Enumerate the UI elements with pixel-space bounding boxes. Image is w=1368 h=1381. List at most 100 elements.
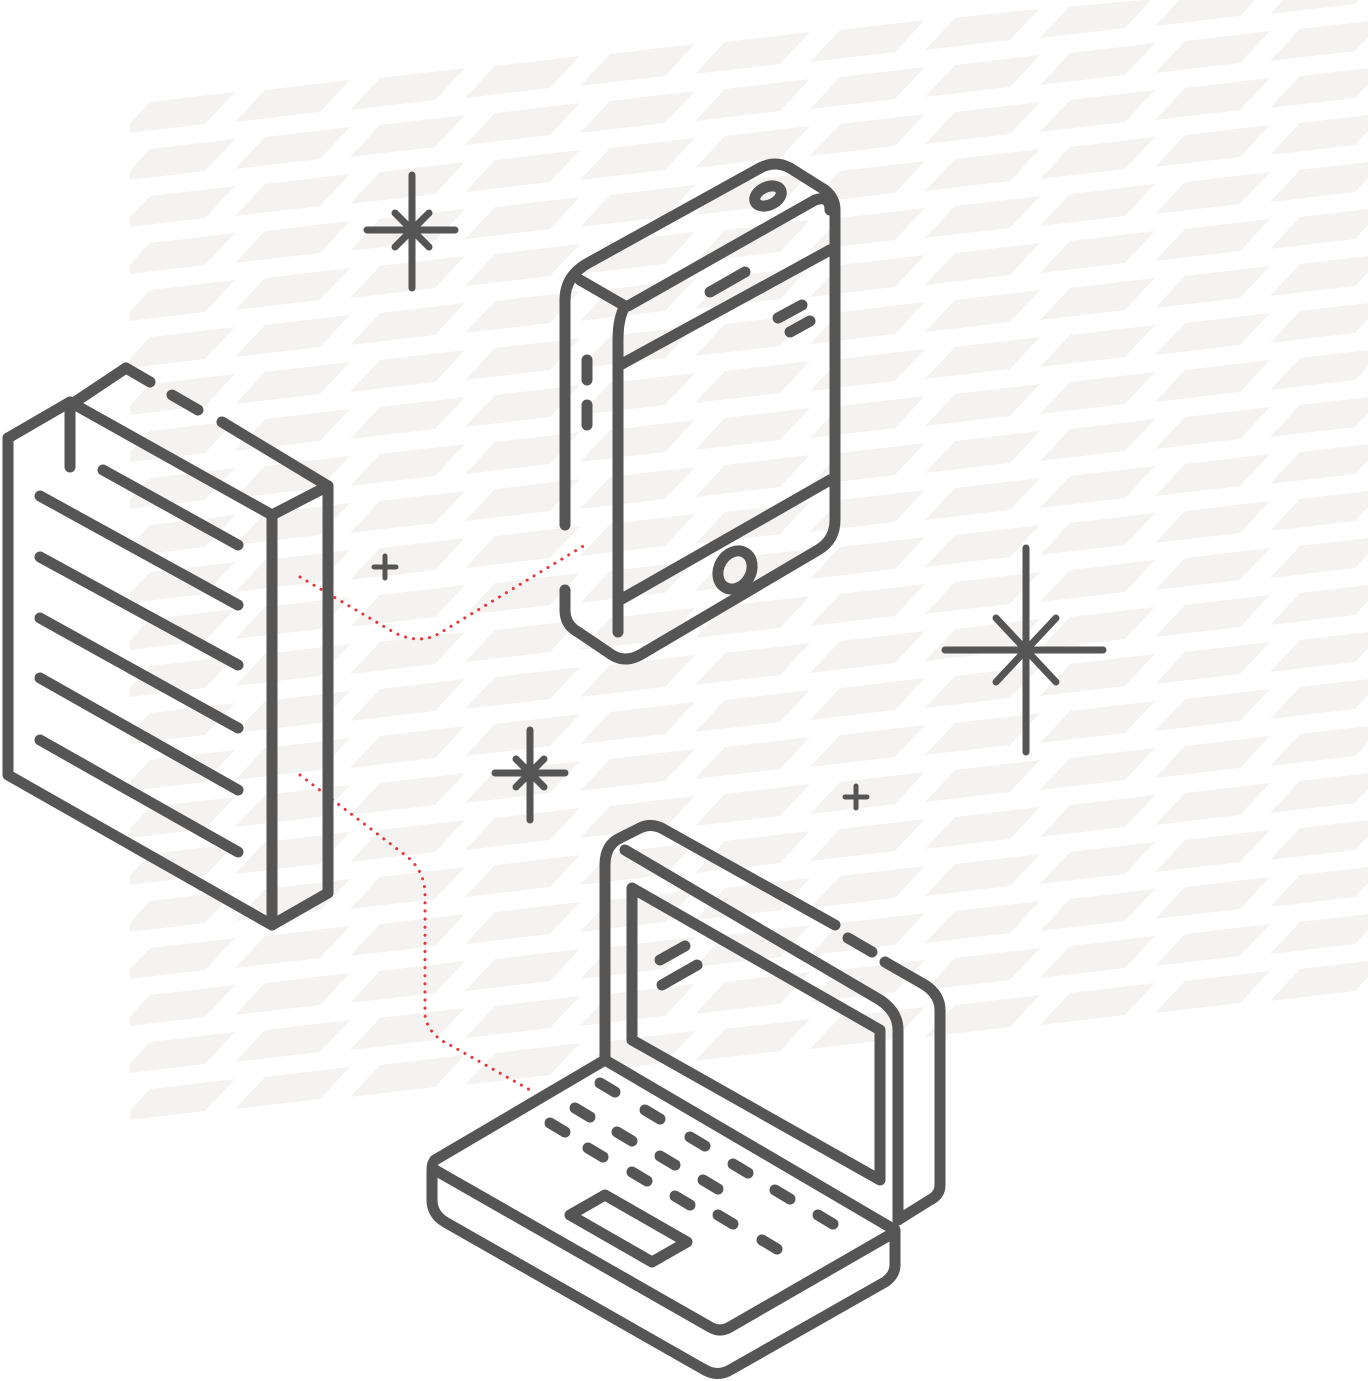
background-stripe: [350, 867, 465, 909]
background-stripe: [1155, 971, 1270, 1013]
background-stripe: [1040, 983, 1155, 1025]
background-stripe: [350, 397, 465, 439]
background-stripe: [580, 138, 695, 180]
background-stripe: [1270, 583, 1368, 625]
background-stripe: [1270, 818, 1368, 860]
background-stripe: [1270, 912, 1368, 954]
sparkle-icon: [363, 171, 459, 292]
background-stripe: [695, 455, 810, 497]
background-stripe: [235, 1067, 350, 1109]
background-stripe: [1040, 372, 1155, 414]
background-stripe: [1040, 137, 1155, 179]
background-stripe: [350, 256, 465, 298]
background-stripe: [1270, 959, 1368, 1001]
background-stripe: [1155, 924, 1270, 966]
background-stripe: [810, 20, 925, 62]
background-stripe: [350, 914, 465, 956]
background-stripe: [1155, 548, 1270, 590]
background-stripe: [925, 525, 1040, 567]
background-stripe: [1155, 78, 1270, 120]
background-stripe: [1270, 160, 1368, 202]
background-stripe: [1270, 536, 1368, 578]
background-stripe: [1155, 501, 1270, 543]
background-stripe: [810, 537, 925, 579]
background-stripe: [465, 9, 580, 51]
background-stripe: [130, 985, 235, 1027]
smartphone-icon: [559, 158, 841, 665]
background-stripe: [1270, 301, 1368, 343]
background-stripe: [465, 150, 580, 192]
background-stripe: [1155, 642, 1270, 684]
background-stripe: [925, 102, 1040, 144]
background-stripe: [465, 197, 580, 239]
background-stripe: [465, 949, 580, 991]
background-stripe: [235, 503, 350, 545]
background-stripe: [235, 127, 350, 169]
background-stripe: [1040, 90, 1155, 132]
background-stripe: [465, 1043, 580, 1085]
background-stripe: [1155, 454, 1270, 496]
background-stripe: [235, 644, 350, 686]
document-icon: [2, 362, 334, 931]
background-stripe: [1270, 207, 1368, 249]
background-stripe: [465, 244, 580, 286]
sparkle-icon: [491, 726, 569, 824]
background-stripe: [235, 33, 350, 75]
background-stripe: [130, 656, 235, 698]
background-stripe: [580, 0, 695, 39]
background-stripe: [1270, 254, 1368, 296]
background-stripe: [130, 750, 235, 792]
background-stripe: [1155, 689, 1270, 731]
background-stripe: [465, 291, 580, 333]
background-stripe: [350, 162, 465, 204]
background-stripe: [235, 597, 350, 639]
background-stripe: [1270, 19, 1368, 61]
background-stripe: [130, 327, 235, 369]
background-stripe: [235, 550, 350, 592]
background-stripe: [1040, 184, 1155, 226]
background-stripe: [1155, 125, 1270, 167]
background-stripe: [810, 114, 925, 156]
background-stripe: [810, 490, 925, 532]
background-stripe: [1155, 266, 1270, 308]
background-stripe: [350, 303, 465, 345]
background-stripe: [810, 302, 925, 344]
background-stripe: [235, 409, 350, 451]
background-stripe: [925, 666, 1040, 708]
background-stripe: [350, 68, 465, 110]
background-stripe: [1040, 0, 1155, 38]
background-stripe: [350, 491, 465, 533]
background-stripe: [1270, 771, 1368, 813]
background-stripe: [810, 631, 925, 673]
background-stripe: [1270, 0, 1368, 14]
background-stripe: [465, 714, 580, 756]
background-stripe: [1155, 0, 1270, 26]
background-stripe: [1040, 654, 1155, 696]
background-stripe: [235, 80, 350, 122]
laptop-icon: [426, 819, 946, 1379]
background-stripe: [350, 961, 465, 1003]
background-stripe: [235, 879, 350, 921]
background-stripe: [465, 620, 580, 662]
background-stripe: [465, 996, 580, 1038]
background-stripe: [350, 538, 465, 580]
background-stripe: [695, 596, 810, 638]
background-stripe: [925, 337, 1040, 379]
background-stripe: [350, 773, 465, 815]
background-stripe: [465, 385, 580, 427]
background-stripe: [580, 91, 695, 133]
background-stripe: [810, 255, 925, 297]
background-stripe: [465, 808, 580, 850]
background-stripe: [925, 431, 1040, 473]
background-stripe: [1155, 31, 1270, 73]
background-stripe: [465, 573, 580, 615]
background-stripe: [810, 678, 925, 720]
background-stripe: [1155, 783, 1270, 825]
background-stripe: [1270, 630, 1368, 672]
background-stripe: [235, 268, 350, 310]
background-stripe: [1270, 113, 1368, 155]
background-stripe: [1040, 466, 1155, 508]
background-stripe: [925, 807, 1040, 849]
background-stripe: [1040, 748, 1155, 790]
